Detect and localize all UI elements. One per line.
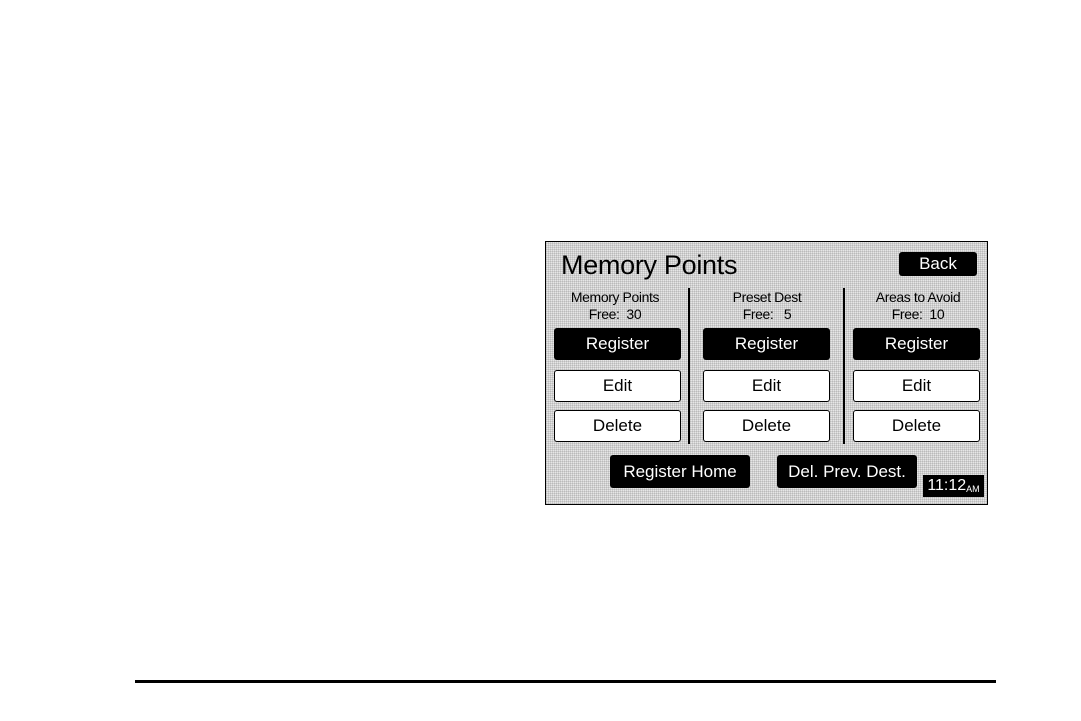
clock-display: 11:12 AM [923,475,984,497]
preset-dest-free: Free: 5 [702,306,832,323]
areas-to-avoid-delete-button[interactable]: Delete [853,410,980,442]
preset-dest-header: Preset Dest Free: 5 [702,289,832,323]
page-bottom-rule [135,680,996,683]
areas-to-avoid-edit-button[interactable]: Edit [853,370,980,402]
preset-dest-delete-button[interactable]: Delete [703,410,830,442]
areas-to-avoid-free: Free: 10 [853,306,983,323]
column-divider [688,288,690,444]
memory-points-heading: Memory Points [550,289,680,306]
memory-points-free: Free: 30 [550,306,680,323]
areas-to-avoid-heading: Areas to Avoid [853,289,983,306]
preset-dest-edit-button[interactable]: Edit [703,370,830,402]
memory-points-edit-button[interactable]: Edit [554,370,681,402]
preset-dest-register-button[interactable]: Register [703,328,830,360]
page-title: Memory Points [561,250,737,281]
areas-to-avoid-header: Areas to Avoid Free: 10 [853,289,983,323]
memory-points-delete-button[interactable]: Delete [554,410,681,442]
nav-screen: Memory Points Back Memory Points Free: 3… [545,241,988,505]
back-button[interactable]: Back [899,252,977,276]
clock-time: 11:12 [927,477,966,495]
register-home-button[interactable]: Register Home [610,455,750,488]
preset-dest-heading: Preset Dest [702,289,832,306]
memory-points-register-button[interactable]: Register [554,328,681,360]
del-prev-dest-button[interactable]: Del. Prev. Dest. [777,455,917,488]
areas-to-avoid-register-button[interactable]: Register [853,328,980,360]
column-divider [843,288,845,444]
clock-ampm: AM [966,484,980,494]
memory-points-header: Memory Points Free: 30 [550,289,680,323]
